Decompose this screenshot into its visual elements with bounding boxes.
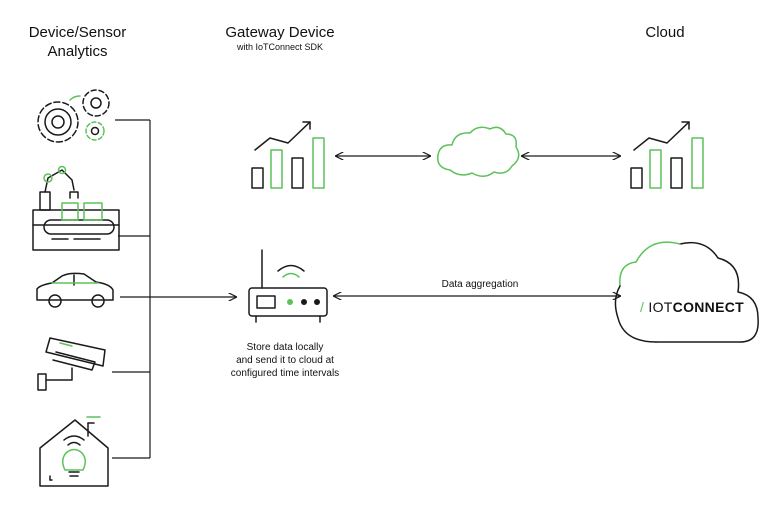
car-icon	[36, 272, 114, 308]
router-led-3	[314, 299, 320, 305]
iotconnect-logo: / IOTCONNECT	[632, 299, 752, 315]
gateway-subtitle: with IoTConnect SDK	[236, 42, 324, 52]
iotconnect-cloud-icon	[614, 241, 759, 343]
smart-home-icon	[39, 416, 109, 487]
device-title-line1: Device/Sensor	[28, 24, 127, 41]
gateway-router-icon	[248, 249, 328, 323]
logo-slash: /	[640, 299, 645, 315]
security-camera-icon	[37, 337, 106, 391]
router-led-1	[287, 299, 293, 305]
gateway-note-line3: configured time intervals	[230, 368, 340, 379]
gateway-note: Store data locally and send it to cloud …	[200, 341, 370, 380]
wifi-icon	[277, 264, 305, 278]
router-led-2	[301, 299, 307, 305]
cloud-chart-icon	[630, 121, 704, 189]
network-cloud-icon	[437, 126, 520, 177]
cloud-column-title: Cloud	[645, 24, 685, 41]
gears-icon	[37, 89, 110, 143]
data-aggregation-label: Data aggregation	[441, 279, 519, 290]
gateway-chart-icon	[251, 121, 325, 189]
device-column-title: Device/Sensor Analytics	[10, 23, 145, 61]
device-bus-lines	[112, 119, 151, 459]
logo-connect: CONNECT	[672, 299, 744, 315]
gateway-note-line1: Store data locally	[246, 342, 324, 353]
robot-arm-icon	[32, 165, 120, 251]
device-title-line2: Analytics	[47, 43, 108, 60]
logo-iot: IOT	[648, 299, 673, 315]
gateway-title: Gateway Device	[225, 24, 335, 41]
gateway-note-line2: and send it to cloud at	[236, 355, 334, 366]
gateway-column-title: Gateway Device with IoTConnect SDK	[200, 23, 360, 52]
